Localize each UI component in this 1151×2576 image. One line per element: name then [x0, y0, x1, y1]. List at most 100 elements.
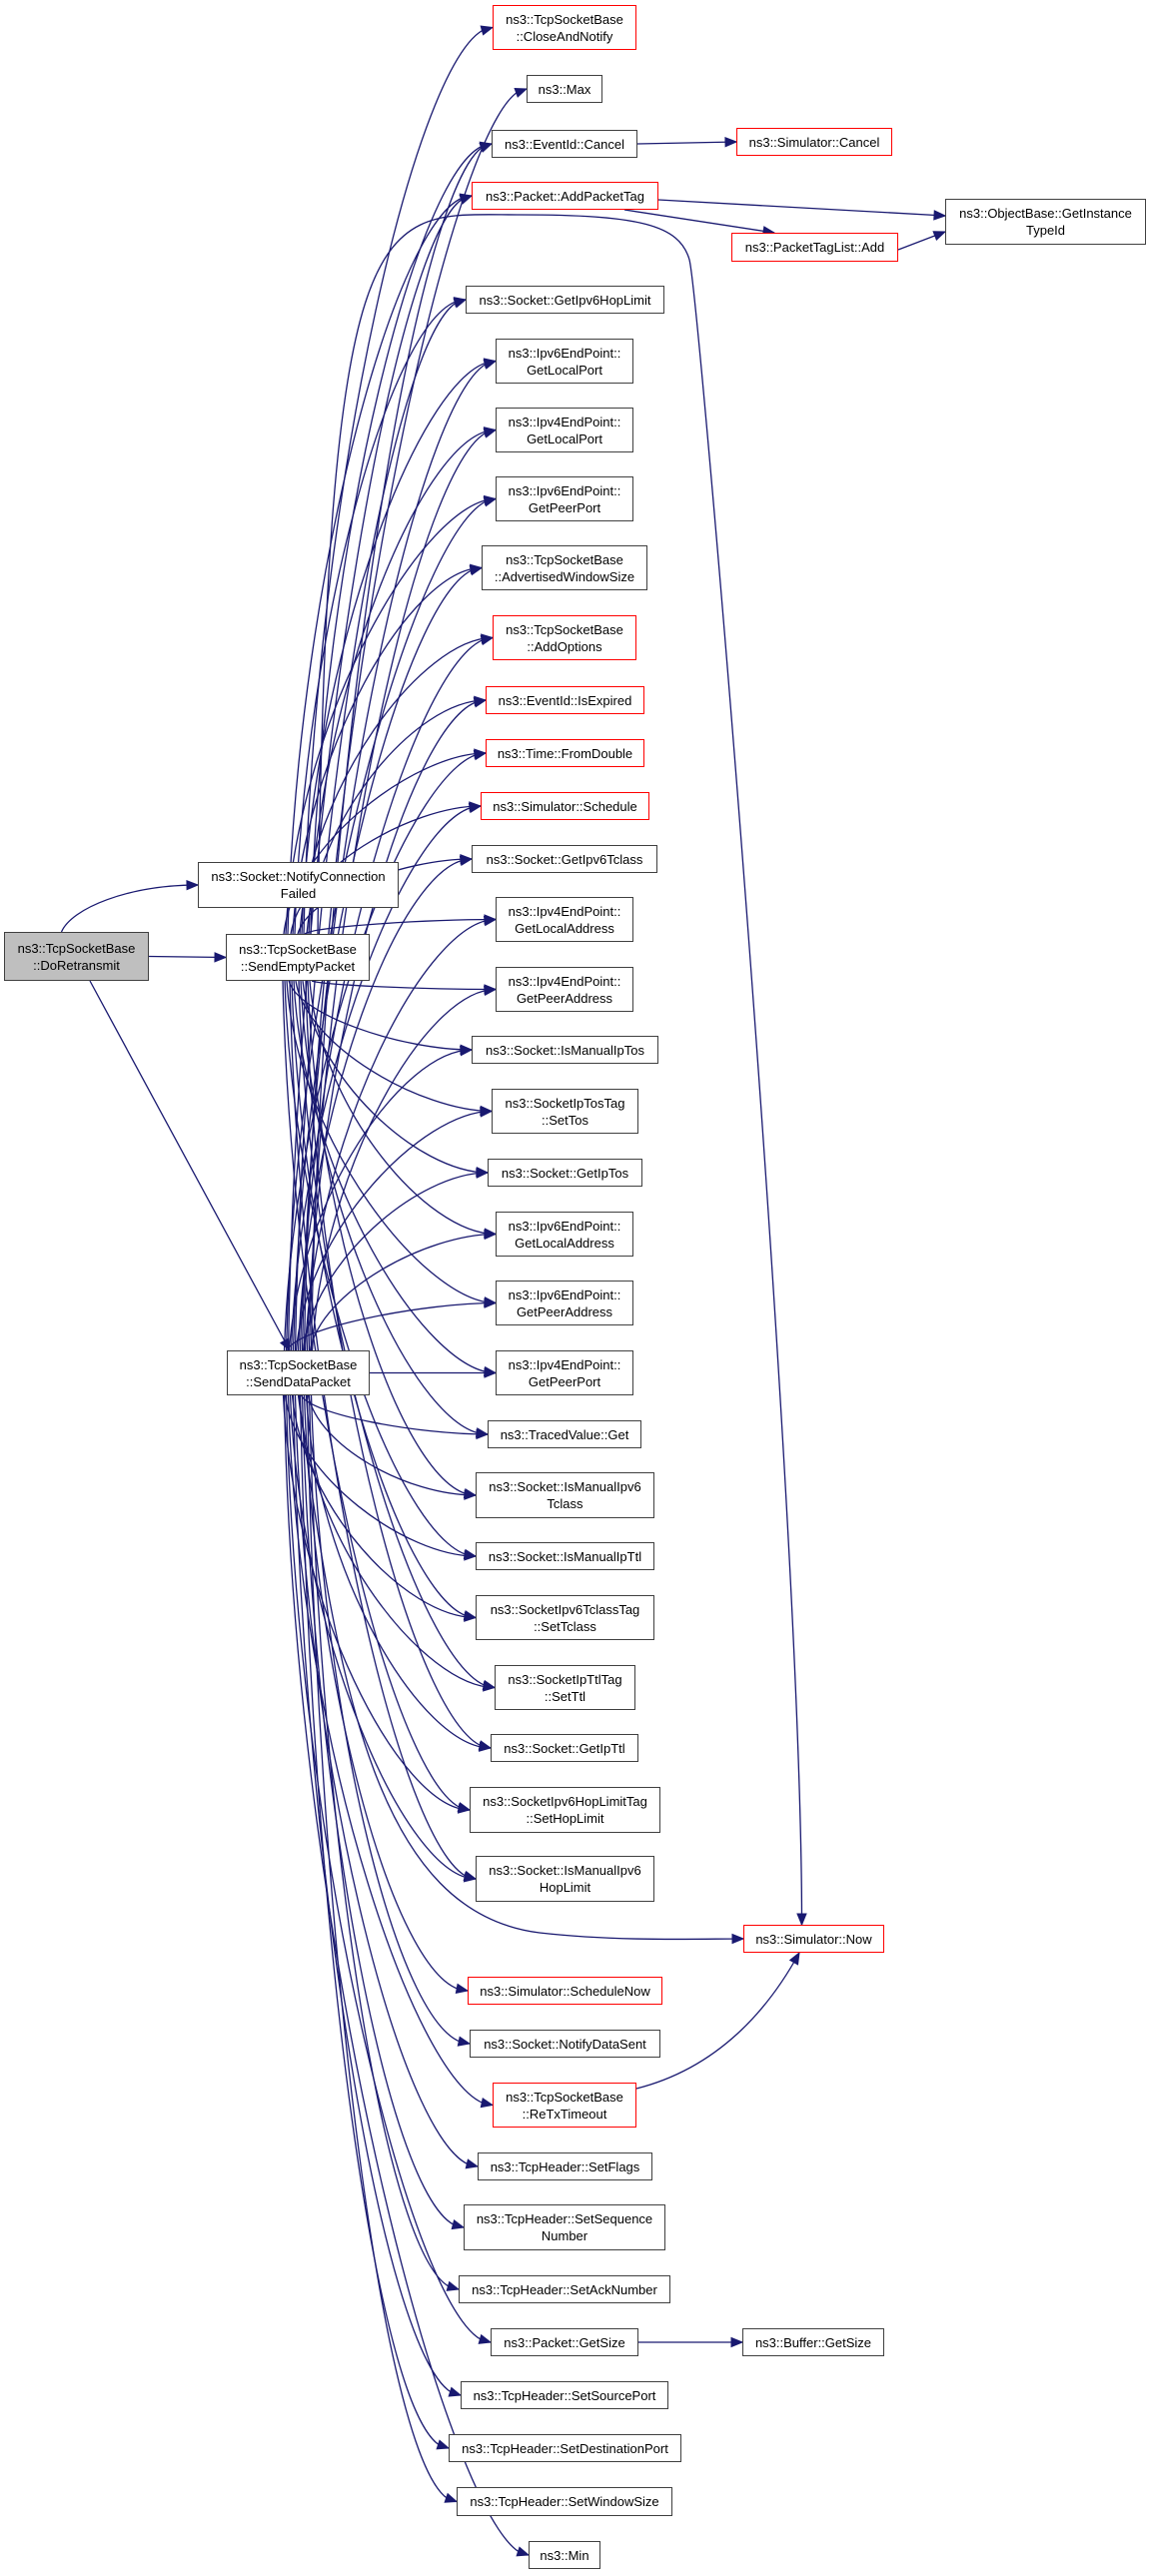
- edge-send-data-to-schedule-now: [303, 1394, 469, 1992]
- node-is-manual-ip-tos[interactable]: ns3::Socket::IsManualIpTos: [472, 1036, 658, 1064]
- arrowhead-icon: [484, 1297, 498, 1308]
- node-max[interactable]: ns3::Max: [527, 75, 602, 103]
- node-label: ns3::Socket::GetIpv6Tclass: [486, 851, 643, 867]
- node-ipv4-get-local-addr[interactable]: ns3::Ipv4EndPoint:: GetLocalAddress: [496, 897, 633, 942]
- node-notify-data-sent[interactable]: ns3::Socket::NotifyDataSent: [470, 2030, 660, 2058]
- arrowhead-icon: [478, 2333, 493, 2344]
- edge-send-data-to-sim-now: [297, 1394, 744, 1941]
- edge-send-data-to-add-packet-tag: [287, 195, 473, 1351]
- node-send-empty[interactable]: ns3::TcpSocketBase ::SendEmptyPacket: [226, 934, 370, 981]
- node-label: ns3::Simulator::Cancel: [748, 134, 880, 150]
- edge-send-empty-to-is-manual-ipv6-tclass: [307, 980, 477, 1496]
- node-set-hop-limit[interactable]: ns3::SocketIpv6HopLimitTag ::SetHopLimit: [470, 1787, 660, 1833]
- edge-send-empty-to-close-and-notify: [303, 26, 494, 935]
- node-ipv4-get-local-port[interactable]: ns3::Ipv4EndPoint:: GetLocalPort: [496, 408, 633, 452]
- edge-send-data-to-set-src-port: [292, 1394, 462, 2396]
- node-buffer-get-size[interactable]: ns3::Buffer::GetSize: [742, 2328, 884, 2356]
- edge-send-data-to-notify-data-sent: [310, 1394, 471, 2045]
- node-label: ns3::Packet::GetSize: [504, 2334, 625, 2350]
- node-get-ip-ttl[interactable]: ns3::Socket::GetIpTtl: [491, 1734, 638, 1762]
- edge-send-data-to-set-tos: [295, 1110, 493, 1351]
- node-label: ns3::Socket::NotifyDataSent: [484, 2036, 646, 2052]
- node-packet-get-size[interactable]: ns3::Packet::GetSize: [491, 2328, 638, 2356]
- node-label: ns3::Socket::IsManualIpv6 Tclass: [489, 1479, 641, 1511]
- node-set-tclass[interactable]: ns3::SocketIpv6TclassTag ::SetTclass: [476, 1595, 654, 1640]
- node-label: ns3::Packet::AddPacketTag: [486, 188, 644, 204]
- node-notify-conn-failed[interactable]: ns3::Socket::NotifyConnection Failed: [198, 862, 399, 908]
- node-get-ipv6-hop-limit[interactable]: ns3::Socket::GetIpv6HopLimit: [466, 286, 664, 314]
- node-ipv6-get-peer-addr[interactable]: ns3::Ipv6EndPoint:: GetPeerAddress: [496, 1281, 633, 1325]
- node-label: ns3::SocketIpv6HopLimitTag ::SetHopLimit: [483, 1794, 647, 1826]
- arrowhead-icon: [464, 1489, 478, 1500]
- node-add-options[interactable]: ns3::TcpSocketBase ::AddOptions: [493, 615, 636, 660]
- node-set-ttl[interactable]: ns3::SocketIpTtlTag ::SetTtl: [495, 1665, 635, 1710]
- node-ipv4-get-peer-addr[interactable]: ns3::Ipv4EndPoint:: GetPeerAddress: [496, 967, 633, 1012]
- node-is-expired[interactable]: ns3::EventId::IsExpired: [486, 686, 644, 714]
- node-re-tx-timeout[interactable]: ns3::TcpSocketBase ::ReTxTimeout: [493, 2083, 636, 2128]
- arrowhead-icon: [436, 2439, 451, 2450]
- arrowhead-icon: [483, 359, 498, 370]
- node-ipv4-get-peer-port[interactable]: ns3::Ipv4EndPoint:: GetPeerPort: [496, 1350, 633, 1395]
- node-label: ns3::TcpSocketBase ::AddOptions: [506, 621, 623, 654]
- node-packet-tag-list-add[interactable]: ns3::PacketTagList::Add: [731, 233, 898, 262]
- edge-send-data-to-ipv4-get-local-addr: [304, 918, 497, 1351]
- arrowhead-icon: [451, 2218, 466, 2230]
- node-set-tos[interactable]: ns3::SocketIpTosTag ::SetTos: [492, 1089, 638, 1134]
- node-label: ns3::TcpSocketBase ::ReTxTimeout: [506, 2089, 623, 2122]
- node-set-seq[interactable]: ns3::TcpHeader::SetSequence Number: [464, 2204, 665, 2250]
- node-label: ns3::TcpHeader::SetSequence Number: [476, 2211, 653, 2243]
- node-ipv6-get-peer-port[interactable]: ns3::Ipv6EndPoint:: GetPeerPort: [496, 476, 633, 521]
- node-is-manual-ipv6-hop-limit[interactable]: ns3::Socket::IsManualIpv6 HopLimit: [476, 1856, 654, 1902]
- arrowhead-icon: [476, 1428, 490, 1440]
- node-schedule[interactable]: ns3::Simulator::Schedule: [481, 792, 649, 820]
- edge-send-empty-to-ipv4-get-local-addr: [304, 918, 497, 935]
- edge-event-cancel-to-sim-cancel: [636, 141, 737, 145]
- node-label: ns3::Socket::IsManualIpTos: [486, 1042, 644, 1058]
- edge-send-data-to-is-manual-ip-tos: [288, 1049, 473, 1351]
- edge-send-empty-to-adv-window-size: [292, 566, 483, 935]
- node-label: ns3::Ipv6EndPoint:: GetPeerPort: [508, 482, 621, 515]
- node-set-flags[interactable]: ns3::TcpHeader::SetFlags: [478, 2152, 652, 2180]
- arrowhead-icon: [455, 1983, 470, 1994]
- node-is-manual-ipv6-tclass[interactable]: ns3::Socket::IsManualIpv6 Tclass: [476, 1472, 654, 1518]
- edge-send-empty-to-is-manual-ipv6-hop-limit: [289, 980, 477, 1880]
- edge-send-empty-to-get-ipv6-hop-limit: [294, 299, 467, 935]
- node-sim-now[interactable]: ns3::Simulator::Now: [743, 1925, 884, 1953]
- node-close-and-notify[interactable]: ns3::TcpSocketBase ::CloseAndNotify: [493, 5, 636, 50]
- edge-send-data-to-set-seq: [301, 1394, 465, 2228]
- arrowhead-icon: [448, 2386, 463, 2397]
- edge-send-empty-to-ipv6-get-local-addr: [309, 980, 497, 1236]
- node-set-win-size[interactable]: ns3::TcpHeader::SetWindowSize: [457, 2487, 672, 2516]
- node-adv-window-size[interactable]: ns3::TcpSocketBase ::AdvertisedWindowSiz…: [482, 545, 647, 590]
- node-ipv6-get-local-port[interactable]: ns3::Ipv6EndPoint:: GetLocalPort: [496, 339, 633, 384]
- node-label: ns3::TcpHeader::SetDestinationPort: [462, 2440, 668, 2456]
- node-label: ns3::Socket::GetIpTtl: [504, 1740, 625, 1756]
- arrowhead-icon: [483, 1681, 497, 1692]
- node-set-ack[interactable]: ns3::TcpHeader::SetAckNumber: [459, 2275, 670, 2303]
- edge-send-data-to-ipv4-get-peer-addr: [311, 988, 497, 1351]
- node-get-ip-tos[interactable]: ns3::Socket::GetIpTos: [488, 1159, 642, 1187]
- node-set-src-port[interactable]: ns3::TcpHeader::SetSourcePort: [461, 2381, 668, 2409]
- edge-send-data-to-adv-window-size: [292, 566, 483, 1351]
- node-ipv6-get-local-addr[interactable]: ns3::Ipv6EndPoint:: GetLocalAddress: [496, 1212, 633, 1257]
- node-is-manual-ip-ttl[interactable]: ns3::Socket::IsManualIpTtl: [476, 1542, 654, 1570]
- node-traced-get[interactable]: ns3::TracedValue::Get: [488, 1420, 641, 1448]
- node-get-instance-type-id[interactable]: ns3::ObjectBase::GetInstance TypeId: [945, 199, 1146, 245]
- arrowhead-icon: [469, 565, 484, 576]
- edge-send-data-to-set-win-size: [306, 1394, 458, 2503]
- node-sim-cancel[interactable]: ns3::Simulator::Cancel: [736, 128, 892, 156]
- node-schedule-now[interactable]: ns3::Simulator::ScheduleNow: [468, 1977, 662, 2005]
- arrowhead-icon: [476, 1168, 490, 1179]
- node-set-dst-port[interactable]: ns3::TcpHeader::SetDestinationPort: [449, 2434, 681, 2462]
- node-event-cancel[interactable]: ns3::EventId::Cancel: [492, 130, 637, 158]
- node-min[interactable]: ns3::Min: [529, 2541, 600, 2569]
- node-send-data[interactable]: ns3::TcpSocketBase ::SendDataPacket: [227, 1350, 370, 1395]
- node-add-packet-tag[interactable]: ns3::Packet::AddPacketTag: [472, 182, 658, 210]
- node-label: ns3::TracedValue::Get: [500, 1426, 629, 1442]
- arrowhead-icon: [932, 231, 947, 242]
- node-label: ns3::Socket::GetIpTos: [501, 1165, 629, 1181]
- node-get-ipv6-tclass[interactable]: ns3::Socket::GetIpv6Tclass: [472, 845, 657, 873]
- arrowhead-icon: [478, 1741, 493, 1752]
- node-label: ns3::Socket::GetIpv6HopLimit: [479, 292, 651, 308]
- node-from-double[interactable]: ns3::Time::FromDouble: [486, 739, 644, 767]
